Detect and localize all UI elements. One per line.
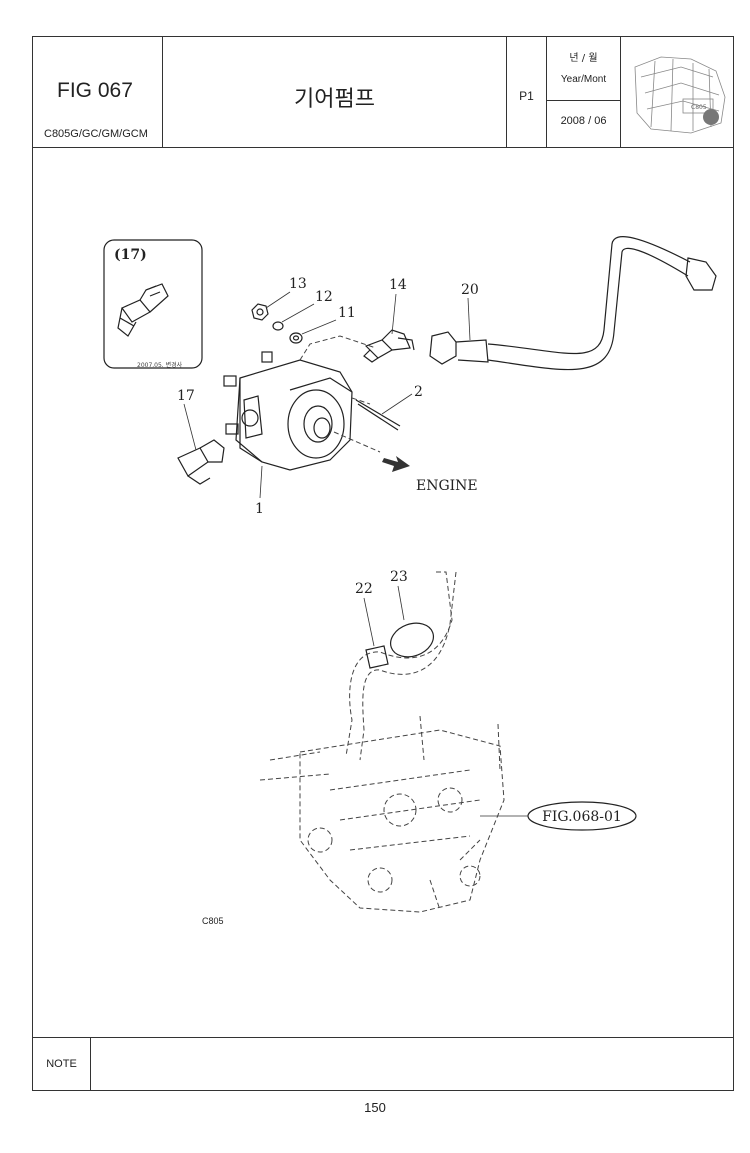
- pin-part-2: [355, 399, 401, 431]
- title-cell: 기어펌프: [163, 37, 507, 147]
- date-heading: 년 / 월 Year/Mont: [547, 37, 620, 101]
- hose-clamp-23: [390, 622, 434, 658]
- year-month-label-en: Year/Mont: [560, 74, 607, 85]
- callout-23: 23: [390, 569, 408, 585]
- inset-17: (17) 2007.05. 변경사: [103, 239, 203, 369]
- callout-14: 14: [389, 277, 407, 293]
- model-code-label: C805: [202, 916, 224, 926]
- callout-20: 20: [461, 282, 479, 298]
- suction-hose-22: [345, 571, 457, 761]
- svg-text:C805: C805: [691, 104, 707, 111]
- inset-caption: 2007.05. 변경사: [137, 361, 183, 369]
- fig-reference-badge[interactable]: FIG.068-01: [527, 801, 637, 831]
- elbow-fitting-17: [177, 439, 225, 485]
- inset-ref-label: (17): [114, 247, 147, 263]
- page-code: P1: [519, 89, 534, 103]
- callout-12: 12: [315, 289, 333, 305]
- model-list: C805G/GC/GM/GCM: [44, 128, 148, 140]
- callout-17: 17: [177, 388, 195, 404]
- valve-block-illustration: [259, 715, 505, 913]
- engine-label: ENGINE: [416, 478, 478, 494]
- catalog-page-frame: FIG 067 C805G/GC/GM/GCM 기어펌프 P1 년 / 월 Ye…: [32, 36, 734, 1091]
- hydraulic-hose-20: [429, 236, 717, 371]
- callout-13: 13: [289, 276, 307, 292]
- note-row: NOTE: [33, 1037, 733, 1090]
- callout-22: 22: [355, 581, 373, 597]
- page-title: 기어펌프: [294, 87, 375, 112]
- inset-elbow-fitting-icon: [117, 283, 169, 337]
- revision-date: 2008 / 06: [560, 115, 607, 127]
- callout-11: 11: [338, 305, 356, 321]
- date-cell: 년 / 월 Year/Mont 2008 / 06: [547, 37, 621, 147]
- figure-cell: FIG 067 C805G/GC/GM/GCM: [33, 37, 163, 147]
- engine-arrow-icon: [382, 456, 410, 472]
- note-label: NOTE: [33, 1038, 91, 1090]
- page-number: 150: [364, 1100, 386, 1115]
- elbow-fitting-14: [363, 329, 415, 363]
- fastener-stack-illustration: [251, 303, 303, 344]
- year-month-label-ko: 년 / 월: [569, 53, 598, 64]
- combine-thumbnail-icon: C805: [634, 56, 726, 134]
- header-row: FIG 067 C805G/GC/GM/GCM 기어펌프 P1 년 / 월 Ye…: [33, 37, 733, 148]
- fig-reference-label[interactable]: FIG.068-01: [542, 809, 622, 825]
- machine-thumbnail-cell: C805: [621, 37, 735, 147]
- gear-pump-illustration: [223, 335, 381, 471]
- figure-number: FIG 067: [57, 79, 133, 102]
- callout-1: 1: [255, 501, 264, 517]
- callout-2: 2: [414, 384, 423, 400]
- page-code-cell: P1: [507, 37, 547, 147]
